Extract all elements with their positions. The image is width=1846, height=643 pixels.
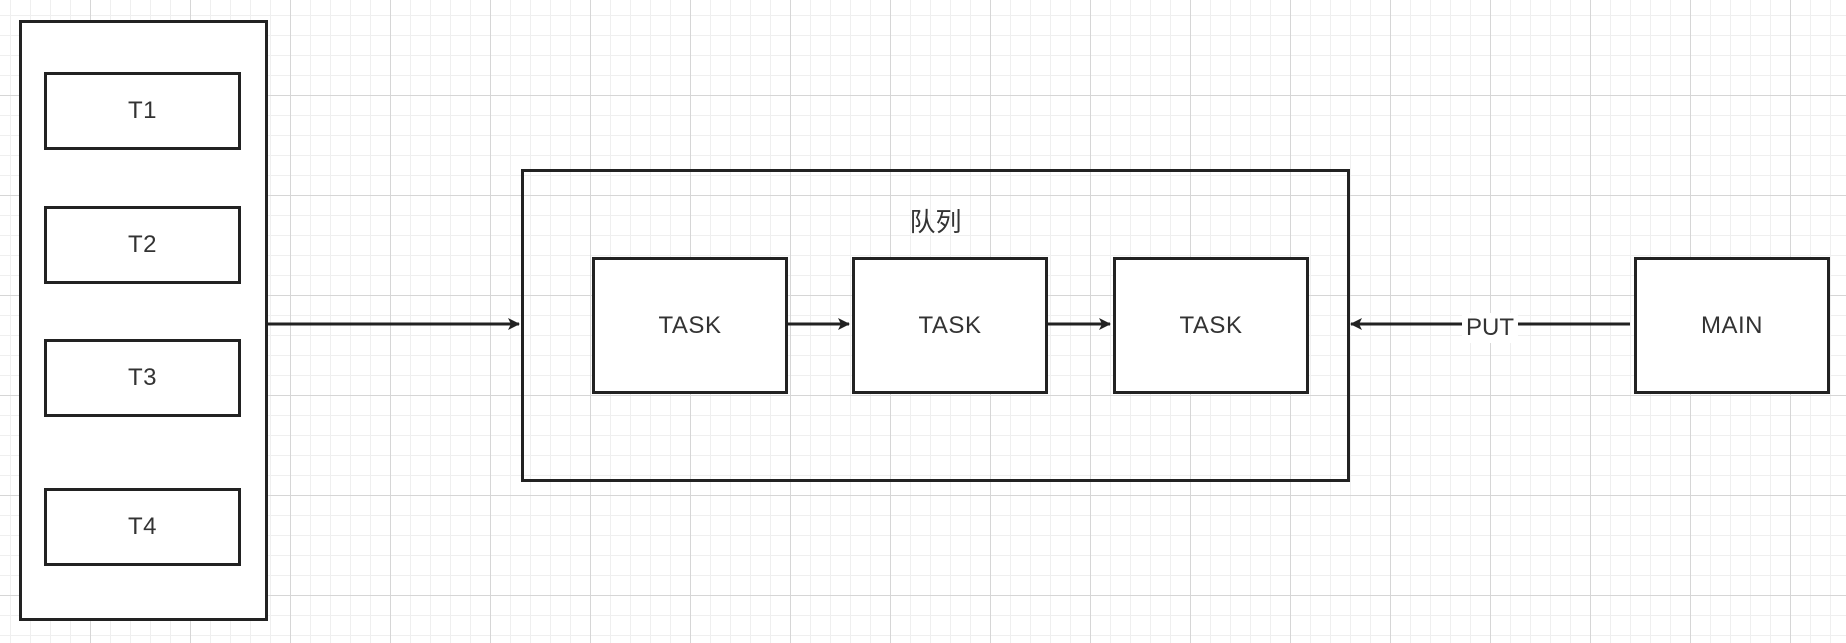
worker-t3: T3 bbox=[44, 339, 241, 417]
task-3-label: TASK bbox=[1179, 311, 1243, 339]
worker-t1: T1 bbox=[44, 72, 241, 150]
task-1: TASK bbox=[592, 257, 788, 394]
main-node: MAIN bbox=[1634, 257, 1830, 394]
worker-t4-label: T4 bbox=[127, 513, 157, 540]
task-1-label: TASK bbox=[658, 311, 722, 339]
queue-container: 队列 bbox=[521, 169, 1350, 482]
task-3: TASK bbox=[1113, 257, 1309, 394]
worker-t2-label: T2 bbox=[127, 231, 157, 258]
edge-put-label: PUT bbox=[1462, 313, 1518, 343]
queue-title: 队列 bbox=[909, 208, 962, 238]
task-2-label: TASK bbox=[918, 311, 982, 339]
worker-t1-label: T1 bbox=[127, 97, 157, 124]
main-label: MAIN bbox=[1701, 311, 1763, 339]
worker-t3-label: T3 bbox=[127, 364, 157, 391]
worker-t2: T2 bbox=[44, 206, 241, 284]
worker-t4: T4 bbox=[44, 488, 241, 566]
task-2: TASK bbox=[852, 257, 1048, 394]
